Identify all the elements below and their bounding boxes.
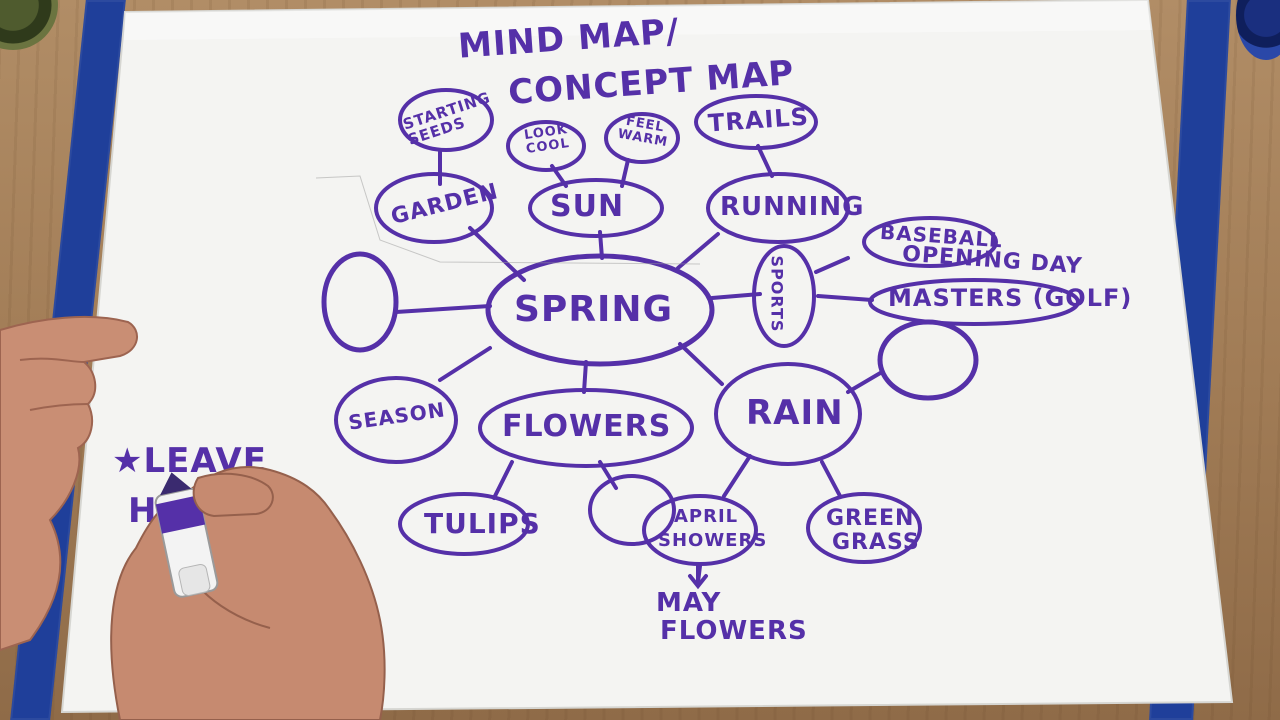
connector-line xyxy=(816,294,874,302)
connector-line xyxy=(710,292,762,300)
empty-bubble xyxy=(877,319,979,401)
bubble-outline xyxy=(334,376,458,464)
connector-line xyxy=(468,226,526,282)
connector-line xyxy=(676,232,720,270)
connector-line xyxy=(492,460,514,500)
flowers-label: FLOWERS xyxy=(502,409,672,444)
bubble-outline xyxy=(752,244,816,348)
may-flowers-label-line1: MAY xyxy=(656,588,722,618)
green-grass-label-line1: GREEN xyxy=(826,506,915,531)
connector-line xyxy=(846,370,884,394)
left-hand xyxy=(0,315,138,652)
bubble-outline xyxy=(478,388,694,468)
bubble-outline xyxy=(862,216,998,268)
bubble-outline xyxy=(714,362,862,466)
rain-label: RAIN xyxy=(746,393,844,433)
whiteboard-surface xyxy=(60,0,1234,714)
green-grass-label-line2: GRASS xyxy=(832,530,920,555)
ghost-line xyxy=(315,175,701,265)
april-showers-label-line1: APRIL xyxy=(674,506,739,527)
marker xyxy=(154,472,219,598)
bubble-outline xyxy=(374,172,494,244)
masters-label: MASTERS (GOLF) xyxy=(888,284,1133,312)
bubble-outline xyxy=(706,172,850,244)
bubble-outline xyxy=(604,112,680,164)
connector-line xyxy=(678,342,724,386)
empty-bubble xyxy=(321,251,399,353)
bubble-outline xyxy=(398,88,494,152)
connector-line xyxy=(394,304,492,314)
tulips-label: TULIPS xyxy=(424,507,541,540)
may-flowers-label-line2: FLOWERS xyxy=(660,616,808,646)
bubble-outline xyxy=(398,492,530,556)
bubble-outline xyxy=(694,94,818,150)
running-label: RUNNING xyxy=(720,192,865,222)
bubble-outline xyxy=(868,278,1080,326)
connector-line xyxy=(722,454,752,498)
connector-line xyxy=(582,360,588,394)
april-showers-label-line2: SHOWERS xyxy=(658,530,768,551)
connector-line xyxy=(756,144,774,178)
connector-line xyxy=(814,256,850,274)
connector-line xyxy=(438,346,492,382)
sun-label: SUN xyxy=(550,189,625,224)
arrow-line xyxy=(688,562,708,590)
center-label: SPRING xyxy=(514,289,674,330)
connector-line xyxy=(820,460,842,498)
bubble-outline xyxy=(506,120,586,172)
empty-bubble xyxy=(588,474,676,546)
bubble-outline xyxy=(528,178,664,238)
right-hand-finger xyxy=(192,472,274,518)
center-bubble xyxy=(485,253,715,367)
bubble-outline xyxy=(806,492,922,564)
